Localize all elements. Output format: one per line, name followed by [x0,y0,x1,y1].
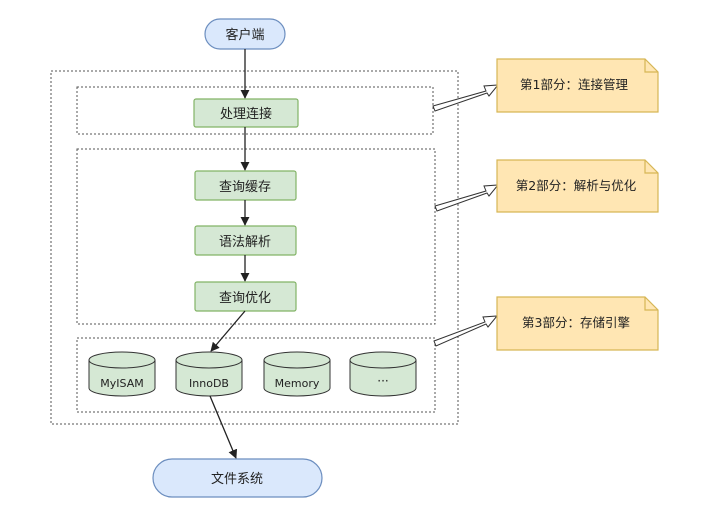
syntax-parse-label: 语法解析 [219,235,271,250]
engine-memory: Memory [263,351,331,397]
query-optimize-label: 查询优化 [219,291,271,306]
engine-more: ··· [349,351,417,397]
arrow-optimize-to-innodb [210,310,246,352]
note-3-text: 第3部分：存储引擎 [522,315,630,330]
client-node: 客户端 [204,18,286,50]
note-connection-management: 第1部分：连接管理 [496,58,659,113]
engine-innodb-label: InnoDB [189,377,229,390]
note-arrow-2 [434,184,500,212]
arrow-innodb-to-filesystem [209,395,238,459]
connection-layer [76,86,434,135]
note-1-text: 第1部分：连接管理 [520,77,628,92]
query-optimize-node: 查询优化 [194,281,297,312]
filesystem-node: 文件系统 [152,458,323,498]
parse-optimize-layer [76,148,436,325]
note-arrow-1 [432,84,500,112]
syntax-parse-node: 语法解析 [194,225,297,256]
engine-innodb: InnoDB [175,351,243,397]
process-connection-label: 处理连接 [220,106,272,122]
note-2-text: 第2部分：解析与优化 [516,178,637,193]
query-cache-label: 查询缓存 [219,180,271,195]
filesystem-label: 文件系统 [211,472,263,487]
engine-more-label: ··· [377,374,388,388]
note-storage-engine: 第3部分：存储引擎 [496,296,659,351]
engine-memory-label: Memory [275,377,320,390]
engine-myisam: MyISAM [88,351,156,397]
client-label: 客户端 [225,27,264,43]
query-cache-node: 查询缓存 [194,170,297,201]
engine-myisam-label: MyISAM [100,377,143,390]
process-connection-node: 处理连接 [193,98,299,128]
note-parse-optimize: 第2部分：解析与优化 [496,159,659,213]
note-arrow-3 [433,315,499,347]
